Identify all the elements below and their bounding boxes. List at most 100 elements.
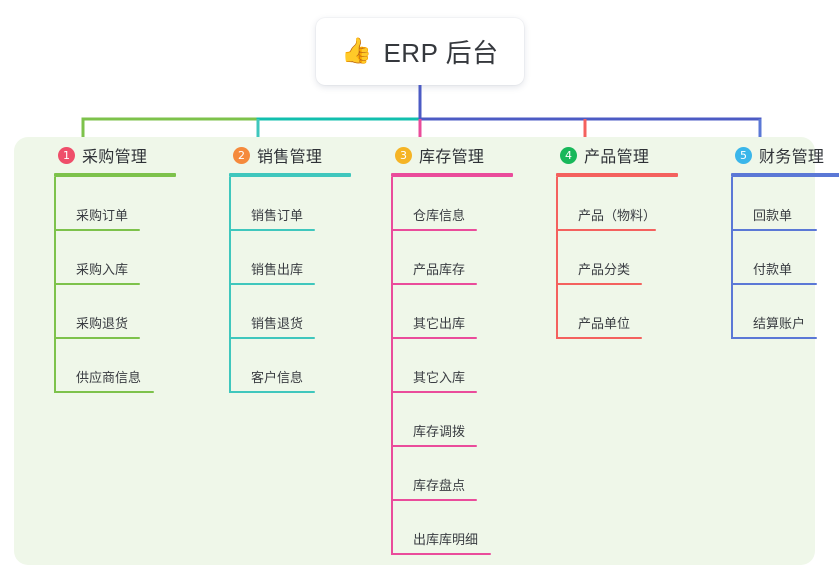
branch-header-rule [229, 173, 351, 177]
branch-header[interactable]: 4 产品管理 [534, 137, 694, 173]
branch-child-item[interactable]: 客户信息 [229, 339, 367, 393]
branch-child-label: 销售订单 [251, 208, 304, 223]
branch-child-rule [54, 391, 154, 393]
branch-child-label: 回款单 [753, 208, 793, 223]
branch-child-item[interactable]: 产品分类 [556, 231, 694, 285]
branch-child-list: 回款单付款单结算账户 [731, 177, 839, 339]
branch-child-item[interactable]: 产品单位 [556, 285, 694, 339]
branch-child-label: 库存盘点 [413, 478, 466, 493]
branch-trunk-line [731, 177, 733, 339]
thumbs-up-icon: 👍 [341, 37, 373, 65]
branch-child-rule [391, 553, 491, 555]
branch-child-label: 客户信息 [251, 370, 304, 385]
root-node[interactable]: 👍 ERP 后台 [316, 18, 524, 85]
branch-header[interactable]: 1 采购管理 [32, 137, 192, 173]
branch-title: 财务管理 [759, 149, 825, 166]
branch-child-item[interactable]: 产品（物料） [556, 177, 694, 231]
branch-child-rule [229, 391, 315, 393]
branch-child-rule [229, 337, 315, 339]
branch-trunk-line [391, 177, 393, 555]
branch-title: 产品管理 [584, 149, 650, 166]
branch-number-badge: 2 [233, 146, 250, 164]
root-node-label: ERP 后台 [383, 38, 499, 68]
branch-child-rule [556, 229, 656, 231]
branch-column: 2 销售管理销售订单销售出库销售退货客户信息 [207, 137, 367, 393]
branch-header-rule [731, 173, 839, 177]
branch-child-item[interactable]: 其它入库 [391, 339, 529, 393]
branch-child-list: 销售订单销售出库销售退货客户信息 [229, 177, 367, 393]
branch-child-item[interactable]: 采购退货 [54, 285, 192, 339]
branch-child-item[interactable]: 产品库存 [391, 231, 529, 285]
branch-child-rule [391, 229, 477, 231]
branch-child-item[interactable]: 仓库信息 [391, 177, 529, 231]
branch-child-list: 仓库信息产品库存其它出库其它入库库存调拨库存盘点出库库明细 [391, 177, 529, 555]
branch-child-label: 销售出库 [251, 262, 304, 277]
branch-child-list: 产品（物料） 产品分类产品单位 [556, 177, 694, 339]
branch-child-item[interactable]: 出库库明细 [391, 501, 529, 555]
branch-child-item[interactable]: 采购订单 [54, 177, 192, 231]
branch-child-rule [556, 283, 642, 285]
branch-child-rule [391, 391, 477, 393]
branch-child-rule [556, 337, 642, 339]
branch-child-label: 采购退货 [76, 316, 129, 331]
branch-child-label: 结算账户 [753, 316, 806, 331]
branch-child-label: 销售退货 [251, 316, 304, 331]
branch-child-list: 采购订单采购入库采购退货供应商信息 [54, 177, 192, 393]
branch-child-label: 产品单位 [578, 316, 631, 331]
branches-panel [14, 137, 815, 565]
branch-child-rule [229, 283, 315, 285]
branch-child-label: 出库库明细 [413, 532, 479, 547]
branch-child-rule [731, 337, 817, 339]
branch-child-label: 产品库存 [413, 262, 466, 277]
branch-title: 库存管理 [419, 149, 485, 166]
branch-child-rule [731, 283, 817, 285]
branch-child-rule [731, 229, 817, 231]
branch-number-badge: 5 [735, 146, 752, 164]
branch-header-rule [54, 173, 176, 177]
branch-child-item[interactable]: 销售出库 [229, 231, 367, 285]
branch-header-rule [556, 173, 678, 177]
branch-child-rule [391, 283, 477, 285]
branch-child-item[interactable]: 结算账户 [731, 285, 839, 339]
branch-child-label: 仓库信息 [413, 208, 466, 223]
branch-number-badge: 1 [58, 146, 75, 164]
branch-child-item[interactable]: 库存盘点 [391, 447, 529, 501]
branch-child-item[interactable]: 采购入库 [54, 231, 192, 285]
branch-trunk-line [54, 177, 56, 393]
branch-child-label: 库存调拨 [413, 424, 466, 439]
branch-child-label: 付款单 [753, 262, 793, 277]
branch-child-item[interactable]: 其它出库 [391, 285, 529, 339]
branch-child-rule [391, 445, 477, 447]
branch-title: 销售管理 [257, 149, 323, 166]
branch-child-rule [391, 499, 477, 501]
branch-child-item[interactable]: 库存调拨 [391, 393, 529, 447]
branch-child-rule [391, 337, 477, 339]
branch-child-item[interactable]: 销售订单 [229, 177, 367, 231]
branch-title: 采购管理 [82, 149, 148, 166]
branch-child-item[interactable]: 销售退货 [229, 285, 367, 339]
branch-child-item[interactable]: 回款单 [731, 177, 839, 231]
branch-column: 1 采购管理采购订单采购入库采购退货供应商信息 [32, 137, 192, 393]
branch-child-rule [229, 229, 315, 231]
branch-child-label: 其它入库 [413, 370, 466, 385]
branch-child-rule [54, 337, 140, 339]
branch-child-rule [54, 229, 140, 231]
branch-child-label: 供应商信息 [76, 370, 142, 385]
branch-child-label: 其它出库 [413, 316, 466, 331]
branch-child-label: 产品分类 [578, 262, 631, 277]
branch-child-item[interactable]: 付款单 [731, 231, 839, 285]
branch-header[interactable]: 5 财务管理 [709, 137, 839, 173]
branch-column: 5 财务管理回款单付款单结算账户 [709, 137, 839, 339]
branch-header-rule [391, 173, 513, 177]
branch-child-label: 采购入库 [76, 262, 129, 277]
branch-child-item[interactable]: 供应商信息 [54, 339, 192, 393]
branch-column: 4 产品管理产品（物料） 产品分类产品单位 [534, 137, 694, 339]
branch-header[interactable]: 2 销售管理 [207, 137, 367, 173]
branch-columns: 1 采购管理采购订单采购入库采购退货供应商信息 2 销售管理销售订单销售出库销售退货客… [14, 137, 839, 565]
branch-child-label: 采购订单 [76, 208, 129, 223]
branch-number-badge: 4 [560, 146, 577, 164]
branch-child-label: 产品（物料） [578, 208, 657, 223]
